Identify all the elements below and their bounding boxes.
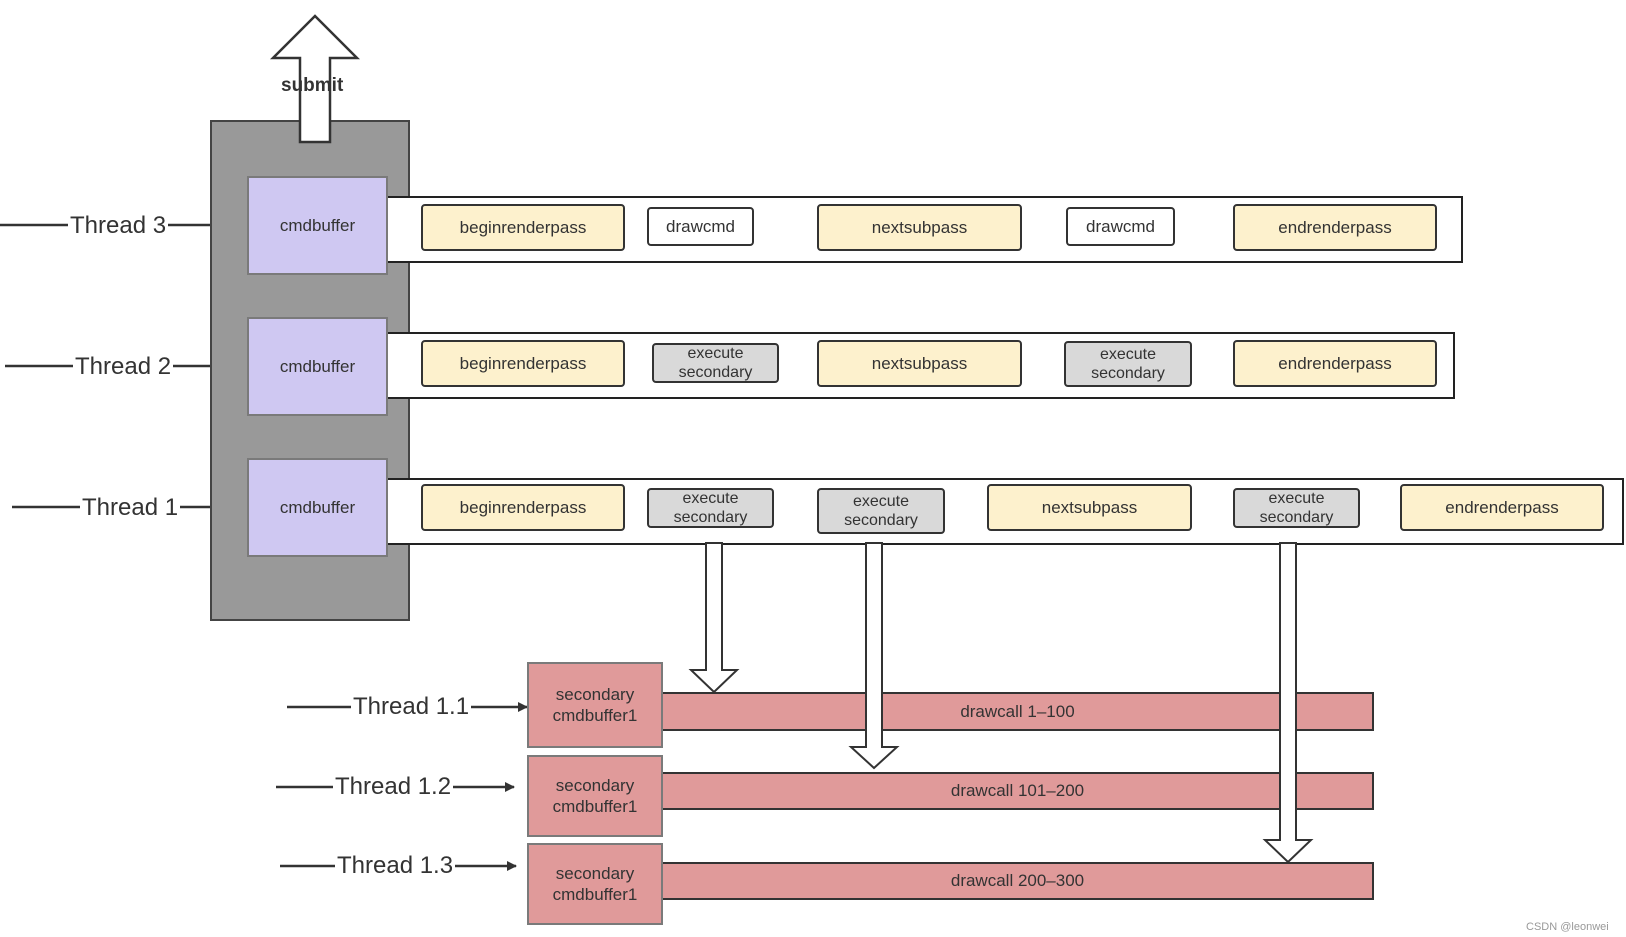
thread-3-drawcmd-1: drawcmd <box>647 207 754 246</box>
secondary-cmdbuffer-1-1: secondary cmdbuffer1 <box>527 662 663 748</box>
thread-3-endrenderpass: endrenderpass <box>1233 204 1437 251</box>
thread-1-label: Thread 1 <box>80 494 181 521</box>
thread-2-nextsubpass: nextsubpass <box>817 340 1022 387</box>
thread-1-execute-secondary-2: execute secondary <box>817 488 945 534</box>
thread-2-beginrenderpass: beginrenderpass <box>421 340 625 387</box>
watermark: CSDN @leonwei <box>1526 921 1609 933</box>
primary-cmdbuffer-thread-3: cmdbuffer <box>247 176 388 275</box>
secondary-cmdbuffer-1-3: secondary cmdbuffer1 <box>527 843 663 925</box>
thread-1-1-label: Thread 1.1 <box>351 693 472 720</box>
thread-3-beginrenderpass: beginrenderpass <box>421 204 625 251</box>
thread-2-execute-secondary-2: execute secondary <box>1064 341 1192 387</box>
thread-1-3-label: Thread 1.3 <box>335 852 456 879</box>
thread-2-execute-secondary-1: execute secondary <box>652 343 779 383</box>
execute-arrow-2 <box>848 542 900 770</box>
thread-1-nextsubpass: nextsubpass <box>987 484 1192 531</box>
execute-arrow-3 <box>1262 542 1314 864</box>
thread-1-2-label: Thread 1.2 <box>333 773 454 800</box>
thread-1-execute-secondary-1: execute secondary <box>647 488 774 528</box>
thread-3-drawcmd-2: drawcmd <box>1066 207 1175 246</box>
thread-1-beginrenderpass: beginrenderpass <box>421 484 625 531</box>
thread-3-label: Thread 3 <box>68 212 169 239</box>
submit-label: submit <box>281 75 344 96</box>
primary-cmdbuffer-thread-2: cmdbuffer <box>247 317 388 416</box>
submit-arrow <box>269 14 361 144</box>
thread-2-label: Thread 2 <box>73 353 174 380</box>
primary-cmdbuffer-thread-1: cmdbuffer <box>247 458 388 557</box>
secondary-cmdbuffer-1-2: secondary cmdbuffer1 <box>527 755 663 837</box>
drawcall-bar-2: drawcall 101–200 <box>661 772 1374 810</box>
thread-1-endrenderpass: endrenderpass <box>1400 484 1604 531</box>
thread-1-execute-secondary-3: execute secondary <box>1233 488 1360 528</box>
drawcall-bar-1: drawcall 1–100 <box>661 692 1374 731</box>
drawcall-bar-3: drawcall 200–300 <box>661 862 1374 900</box>
thread-2-endrenderpass: endrenderpass <box>1233 340 1437 387</box>
execute-arrow-1 <box>688 542 740 694</box>
thread-3-nextsubpass: nextsubpass <box>817 204 1022 251</box>
